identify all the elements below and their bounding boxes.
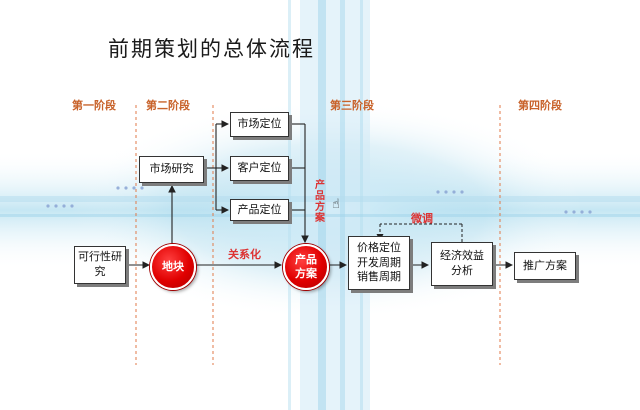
phase-3-label: 第三阶段 [330,99,374,112]
page-title: 前期策划的总体流程 [108,37,315,61]
phase-2-label: 第二阶段 [146,99,190,112]
relation-label: 关系化 [228,248,261,261]
feasibility-study-box: 可行性研究 [74,246,126,284]
land-node: 地块 [150,244,196,290]
product-plan-vertical-label: 产品方案 [315,180,325,224]
product-plan-node: 产品方案 [283,244,329,290]
phase-1-label: 第一阶段 [72,99,116,112]
hand-cursor-icon: ☝ [332,197,340,212]
economic-analysis-box: 经济效益分析 [431,242,493,286]
phase-4-label: 第四阶段 [518,99,562,112]
feedback-label: 微调 [411,212,433,225]
promotion-plan-box: 推广方案 [514,252,576,280]
product-positioning-box: 产品定位 [230,199,289,221]
price-development-sales-box: 价格定位 开发周期 销售周期 [348,236,410,290]
market-positioning-box: 市场定位 [230,112,289,137]
customer-positioning-box: 客户定位 [230,156,289,181]
market-research-box: 市场研究 [139,156,204,183]
product-plan-label: 产品方案 [295,253,317,280]
